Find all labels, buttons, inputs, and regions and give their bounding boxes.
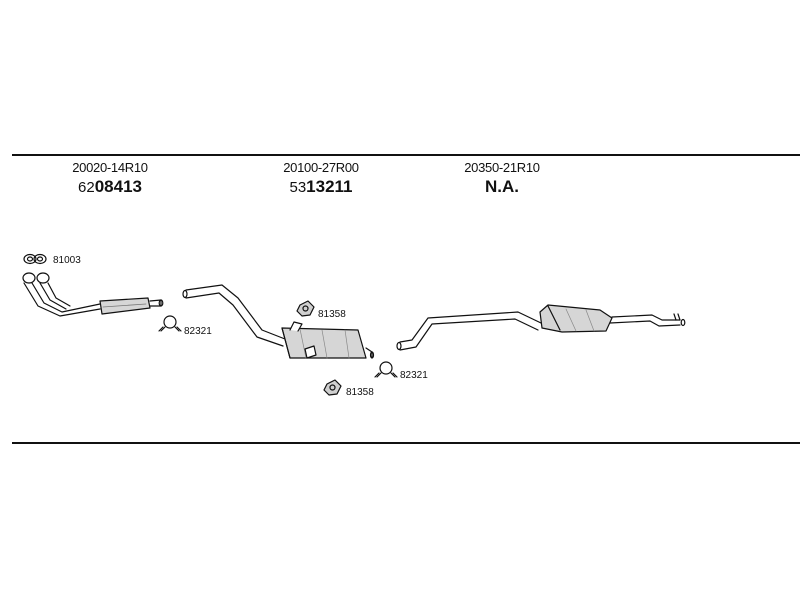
rear-silencer-part[interactable]	[396, 304, 686, 351]
part-group-middle-silencer: 20100-27R00 5313211	[241, 160, 401, 199]
clamp-label: 82321	[184, 326, 212, 337]
part-number-main: N.A.	[485, 177, 519, 196]
front-pipe-part[interactable]	[22, 272, 164, 317]
part-number[interactable]: 5313211	[241, 176, 401, 199]
clamp-label: 82321	[400, 370, 428, 381]
oe-number: 20100-27R00	[283, 160, 359, 175]
part-number-prefix: 53	[289, 179, 307, 196]
part-number-main: 08413	[94, 177, 142, 196]
top-divider-line	[12, 154, 800, 156]
part-number[interactable]: N.A.	[422, 176, 582, 199]
part-number-main: 13211	[306, 177, 353, 196]
gasket-label: 81003	[53, 255, 81, 266]
middle-silencer-part[interactable]	[182, 284, 375, 359]
rubber-mount-icon[interactable]	[323, 379, 342, 396]
part-group-rear-silencer: 20350-21R10 N.A.	[422, 160, 582, 199]
rubber-mount-icon[interactable]	[296, 300, 315, 317]
bottom-divider-line	[12, 442, 800, 444]
clamp-icon[interactable]	[374, 361, 398, 378]
part-group-front-pipe: 20020-14R10 6208413	[30, 160, 190, 199]
mount-label: 81358	[346, 387, 374, 398]
part-number[interactable]: 6208413	[30, 176, 190, 199]
gasket-icon[interactable]	[23, 253, 47, 265]
oe-number: 20350-21R10	[464, 160, 540, 175]
part-number-prefix: 62	[78, 179, 95, 196]
mount-label: 81358	[318, 309, 346, 320]
clamp-icon[interactable]	[158, 315, 182, 332]
oe-number: 20020-14R10	[72, 160, 148, 175]
